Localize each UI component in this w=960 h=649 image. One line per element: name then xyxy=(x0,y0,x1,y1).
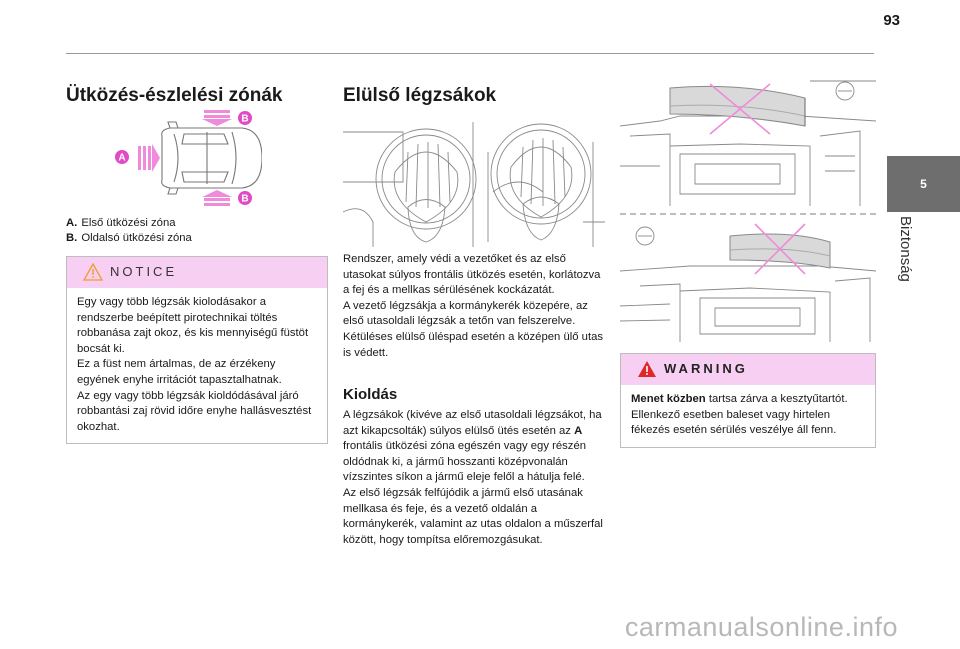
notice-paragraph: Ez a füst nem ártalmas, de az érzékeny e… xyxy=(77,358,282,386)
section-title-collision-zones: Ütközés-észlelési zónák xyxy=(66,85,283,106)
deployment-text: A légzsákok (kivéve az első utasoldali l… xyxy=(343,408,605,548)
notice-header: NOTICE xyxy=(67,257,327,288)
label-b-text-bottom: B xyxy=(241,194,248,205)
legend-item-a: A.Első ütközési zóna xyxy=(66,217,176,229)
warning-box: WARNING Menet közben tartsa zárva a kesz… xyxy=(620,353,876,448)
notice-label: NOTICE xyxy=(110,264,178,279)
label-a-badge: A xyxy=(115,150,129,164)
collision-zone-figure: A B B xyxy=(115,110,262,206)
intro-paragraph: Rendszer, amely védi a vezetőket és az e… xyxy=(343,253,601,297)
label-b-badge-top: B xyxy=(238,111,252,125)
warning-paragraph: Menet közben tartsa zárva a kesztyűtartó… xyxy=(631,393,848,437)
chapter-tab[interactable]: 5 xyxy=(887,156,960,212)
intro-paragraph: A vezető légzsákja a kormánykerék közepé… xyxy=(343,299,588,328)
page-number: 93 xyxy=(883,12,900,29)
label-b-text-top: B xyxy=(241,114,248,125)
chapter-number: 5 xyxy=(920,177,927,191)
figure-divider xyxy=(620,213,876,215)
warning-body: Menet közben tartsa zárva a kesztyűtartó… xyxy=(621,385,875,447)
front-airbags-intro: Rendszer, amely védi a vezetőket és az e… xyxy=(343,252,605,361)
watermark: carmanualsonline.info xyxy=(624,612,898,642)
passenger-airbag-figure-top xyxy=(620,80,876,206)
warning-triangle-icon xyxy=(83,263,103,281)
label-a-text: A xyxy=(118,153,125,164)
label-b-badge-bottom: B xyxy=(238,191,252,205)
notice-paragraph: Egy vagy több légzsák kiolodásakor a ren… xyxy=(77,296,309,355)
warning-label: WARNING xyxy=(664,361,748,376)
warning-triangle-icon xyxy=(638,361,656,377)
zone-legend: A.Első ütközési zóna B.Oldalsó ütközési … xyxy=(66,216,328,246)
notice-body: Egy vagy több légzsák kiolodásakor a ren… xyxy=(67,288,327,443)
chapter-title: Biztonság xyxy=(897,216,914,282)
subsection-title-deployment: Kioldás xyxy=(343,386,398,403)
notice-box: NOTICE Egy vagy több légzsák kiolodásako… xyxy=(66,256,328,445)
intro-paragraph: Kétüléses elülső üléspad esetén a középe… xyxy=(343,330,604,359)
passenger-airbag-figure-bottom xyxy=(620,223,876,342)
warning-header: WARNING xyxy=(621,354,875,385)
section-title-front-airbags: Elülső légzsákok xyxy=(343,85,497,106)
legend-item-b: B.Oldalsó ütközési zóna xyxy=(66,232,192,244)
notice-paragraph: Az egy vagy több légzsák kioldódásával j… xyxy=(77,389,312,433)
airbag-illustration xyxy=(343,112,605,247)
deployment-paragraph: Az első légzsák felfújódik a jármű első … xyxy=(343,486,603,546)
deployment-paragraph: A légzsákok (kivéve az első utasoldali l… xyxy=(343,409,602,484)
header-rule xyxy=(66,53,874,54)
